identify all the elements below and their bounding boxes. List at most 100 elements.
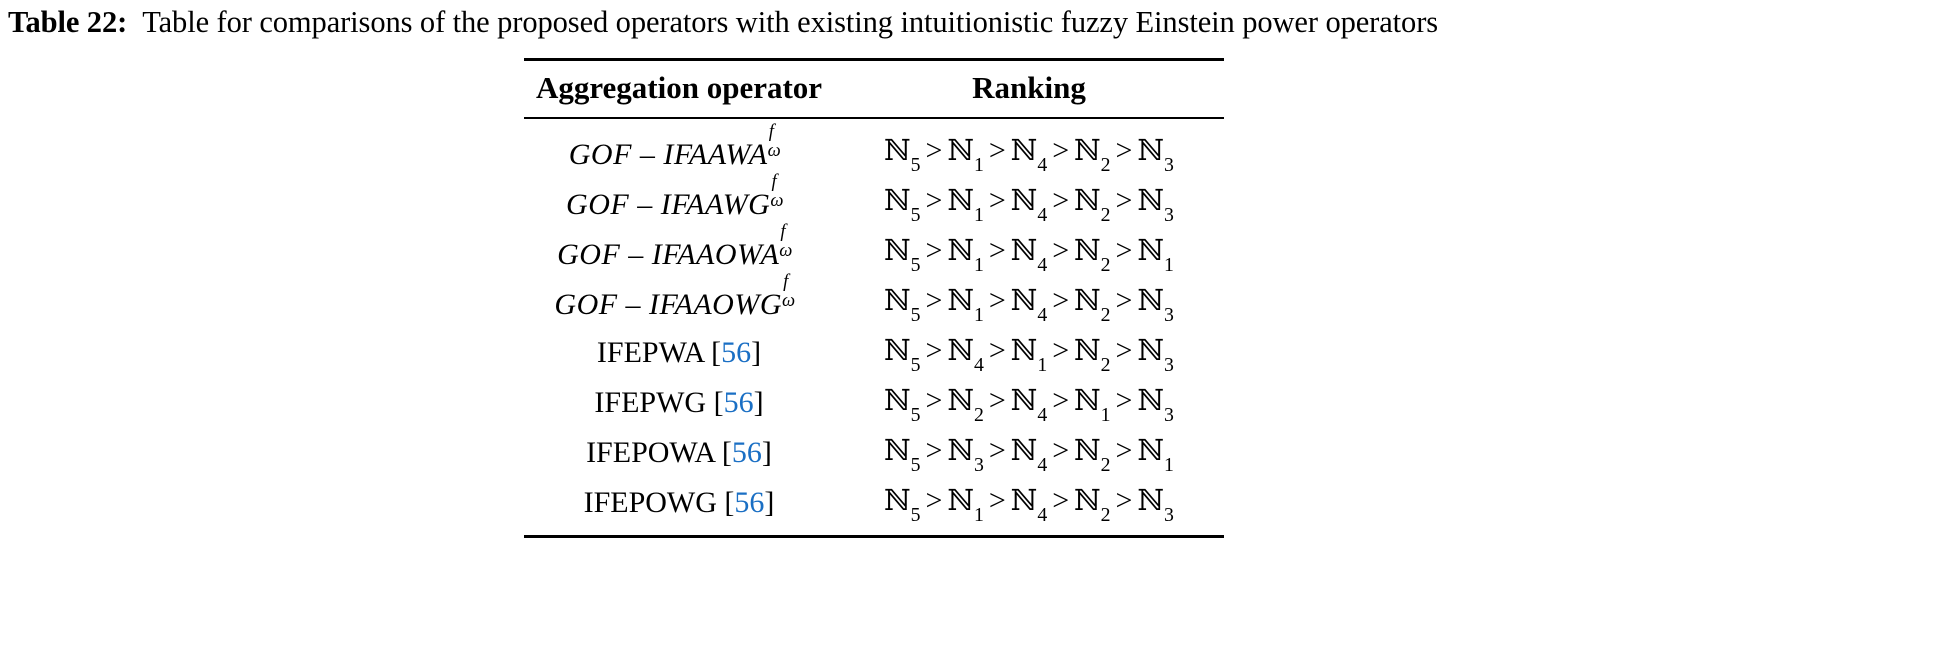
citation-link[interactable]: [56]	[706, 386, 764, 419]
ranking-alternative: ℕ1	[947, 283, 983, 326]
ranking-alternative: ℕ4	[947, 333, 983, 376]
ranking-index: 5	[910, 453, 921, 476]
ranking-index: 5	[910, 503, 921, 526]
blackboard-n-icon: ℕ	[1010, 483, 1038, 517]
ranking-index: 4	[1037, 403, 1048, 426]
operator-subscript: ω	[767, 139, 781, 161]
table-row: IFEPWG [56]ℕ5>ℕ2>ℕ4>ℕ1>ℕ3	[524, 378, 1224, 428]
operator-name: IFEPWA [56]	[597, 336, 761, 370]
citation-number[interactable]: 56	[731, 436, 762, 469]
blackboard-n-icon: ℕ	[1137, 283, 1164, 317]
cell-ranking: ℕ5>ℕ1>ℕ4>ℕ2>ℕ3	[834, 119, 1224, 178]
ranking-alternative: ℕ5	[884, 183, 920, 226]
ranking-alternative: ℕ5	[884, 433, 920, 476]
ranking-alternative: ℕ4	[1011, 233, 1047, 276]
caption-text: Table for comparisons of the proposed op…	[142, 5, 1439, 39]
ranking-alternative: ℕ4	[1010, 483, 1047, 526]
blackboard-n-icon: ℕ	[1137, 433, 1164, 467]
ranking-index: 3	[973, 453, 984, 476]
ranking-alternative: ℕ1	[947, 133, 983, 176]
blackboard-n-icon: ℕ	[884, 233, 911, 267]
ranking-index: 4	[1037, 203, 1048, 226]
greater-than-icon: >	[925, 384, 943, 417]
blackboard-n-icon: ℕ	[947, 133, 974, 167]
ranking-index: 1	[973, 203, 984, 226]
table-row: IFEPWA [56]ℕ5>ℕ4>ℕ1>ℕ2>ℕ3	[524, 328, 1224, 378]
greater-than-icon: >	[925, 184, 943, 217]
greater-than-icon: >	[988, 484, 1006, 517]
citation-number[interactable]: 56	[721, 336, 752, 369]
greater-than-icon: >	[988, 134, 1006, 167]
blackboard-n-icon: ℕ	[1010, 183, 1038, 217]
cell-aggregation-operator: IFEPWA [56]	[524, 328, 834, 378]
greater-than-icon: >	[1115, 134, 1133, 167]
ranking-expression: ℕ5>ℕ2>ℕ4>ℕ1>ℕ3	[884, 383, 1174, 426]
blackboard-n-icon: ℕ	[1074, 283, 1101, 317]
ranking-index: 3	[1163, 503, 1174, 526]
ranking-index: 2	[1100, 303, 1111, 326]
operator-base-label: GOF – IFAAWA	[568, 138, 768, 171]
ranking-expression: ℕ5>ℕ3>ℕ4>ℕ2>ℕ1	[884, 433, 1174, 476]
ranking-alternative: ℕ2	[1074, 333, 1110, 376]
ranking-index: 2	[973, 403, 984, 426]
ranking-index: 1	[1163, 253, 1174, 276]
ranking-alternative: ℕ4	[1010, 183, 1047, 226]
citation-link[interactable]: [56]	[714, 436, 772, 469]
citation-link[interactable]: [56]	[703, 336, 762, 369]
ranking-index: 4	[1037, 253, 1048, 276]
blackboard-n-icon: ℕ	[1137, 133, 1164, 167]
ranking-alternative: ℕ5	[884, 383, 920, 426]
greater-than-icon: >	[988, 434, 1006, 467]
greater-than-icon: >	[1115, 484, 1133, 517]
ranking-alternative: ℕ1	[1137, 433, 1173, 476]
cell-aggregation-operator: IFEPOWA [56]	[524, 428, 834, 478]
comparison-table: Aggregation operator Ranking GOF – IFAAW…	[524, 58, 1224, 539]
blackboard-n-icon: ℕ	[1010, 333, 1038, 367]
greater-than-icon: >	[1052, 234, 1070, 267]
cell-ranking: ℕ5>ℕ2>ℕ4>ℕ1>ℕ3	[834, 378, 1224, 428]
table-row: IFEPOWA [56]ℕ5>ℕ3>ℕ4>ℕ2>ℕ1	[524, 428, 1224, 478]
operator-subscript: ω	[770, 189, 784, 211]
blackboard-n-icon: ℕ	[947, 183, 974, 217]
greater-than-icon: >	[988, 234, 1006, 267]
ranking-alternative: ℕ1	[947, 483, 983, 526]
greater-than-icon: >	[1052, 484, 1070, 517]
ranking-index: 1	[973, 303, 984, 326]
operator-base-label: IFEPWG	[594, 386, 707, 419]
header-aggregation-operator: Aggregation operator	[535, 70, 823, 105]
greater-than-icon: >	[925, 234, 943, 267]
blackboard-n-icon: ℕ	[947, 233, 974, 267]
blackboard-n-icon: ℕ	[1010, 383, 1038, 417]
ranking-alternative: ℕ1	[947, 183, 983, 226]
ranking-alternative: ℕ3	[1137, 483, 1173, 526]
ranking-alternative: ℕ5	[884, 283, 920, 326]
ranking-index: 1	[973, 153, 984, 176]
ranking-alternative: ℕ4	[1010, 283, 1047, 326]
ranking-alternative: ℕ3	[1137, 383, 1173, 426]
cell-aggregation-operator: IFEPOWG [56]	[524, 478, 834, 537]
greater-than-icon: >	[1115, 184, 1133, 217]
blackboard-n-icon: ℕ	[1010, 283, 1038, 317]
ranking-index: 1	[973, 253, 984, 276]
greater-than-icon: >	[1115, 284, 1133, 317]
operator-subscript: ω	[781, 289, 796, 311]
ranking-index: 2	[1100, 203, 1111, 226]
citation-link[interactable]: [56]	[716, 486, 775, 519]
operator-base-label: GOF – IFAAWG	[566, 188, 771, 221]
citation-number[interactable]: 56	[734, 486, 765, 519]
blackboard-n-icon: ℕ	[1010, 433, 1038, 467]
ranking-index: 5	[910, 153, 921, 176]
citation-number[interactable]: 56	[723, 386, 754, 419]
ranking-expression: ℕ5>ℕ1>ℕ4>ℕ2>ℕ3	[884, 183, 1174, 226]
ranking-index: 4	[1037, 153, 1048, 176]
greater-than-icon: >	[1115, 334, 1133, 367]
